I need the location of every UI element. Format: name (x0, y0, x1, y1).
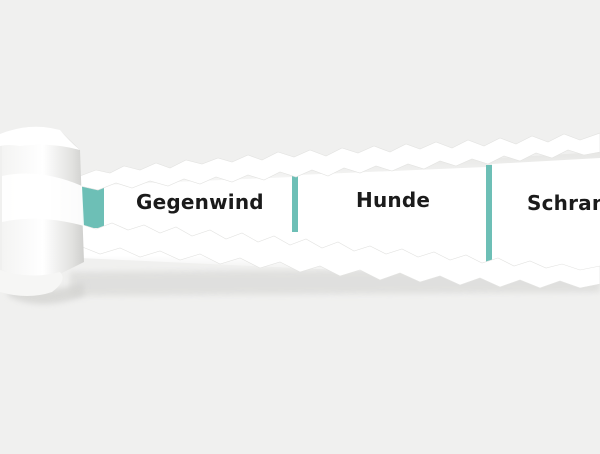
lower-torn-edge (79, 222, 600, 289)
word-hunde: Hunde (356, 188, 431, 212)
divider-1 (82, 186, 104, 228)
divider-2 (292, 175, 298, 232)
word-gegenwind: Gegenwind (136, 190, 264, 214)
roll-fold (2, 173, 84, 226)
roll-bottom-curl (0, 270, 63, 296)
word-schran: Schran (527, 191, 600, 215)
roll-top-curl (0, 126, 80, 150)
panel-3 (492, 158, 600, 280)
panel-2 (298, 167, 486, 266)
panel-1 (104, 177, 292, 230)
upper-torn-edge (79, 132, 600, 191)
divider-3 (486, 165, 492, 269)
